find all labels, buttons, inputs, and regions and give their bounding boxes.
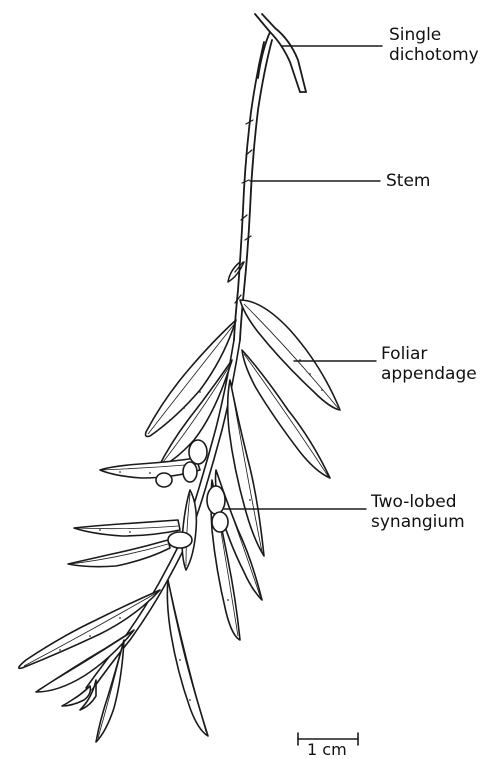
scale-bar-label: 1 cm xyxy=(307,740,347,759)
label-single-dichotomy: Single dichotomy xyxy=(389,25,479,65)
label-stem: Stem xyxy=(386,171,430,191)
label-synangium-line2: synangium xyxy=(371,512,465,532)
stem xyxy=(228,40,272,340)
label-single-dichotomy-line2: dichotomy xyxy=(389,45,479,65)
label-foliar-appendage: Foliar appendage xyxy=(381,344,477,384)
foliar-appendages xyxy=(19,300,340,742)
label-foliar-line1: Foliar xyxy=(381,344,477,364)
label-synangium: Two-lobed synangium xyxy=(371,492,465,532)
label-single-dichotomy-line1: Single xyxy=(389,25,479,45)
label-synangium-line1: Two-lobed xyxy=(371,492,465,512)
label-foliar-line2: appendage xyxy=(381,364,477,384)
